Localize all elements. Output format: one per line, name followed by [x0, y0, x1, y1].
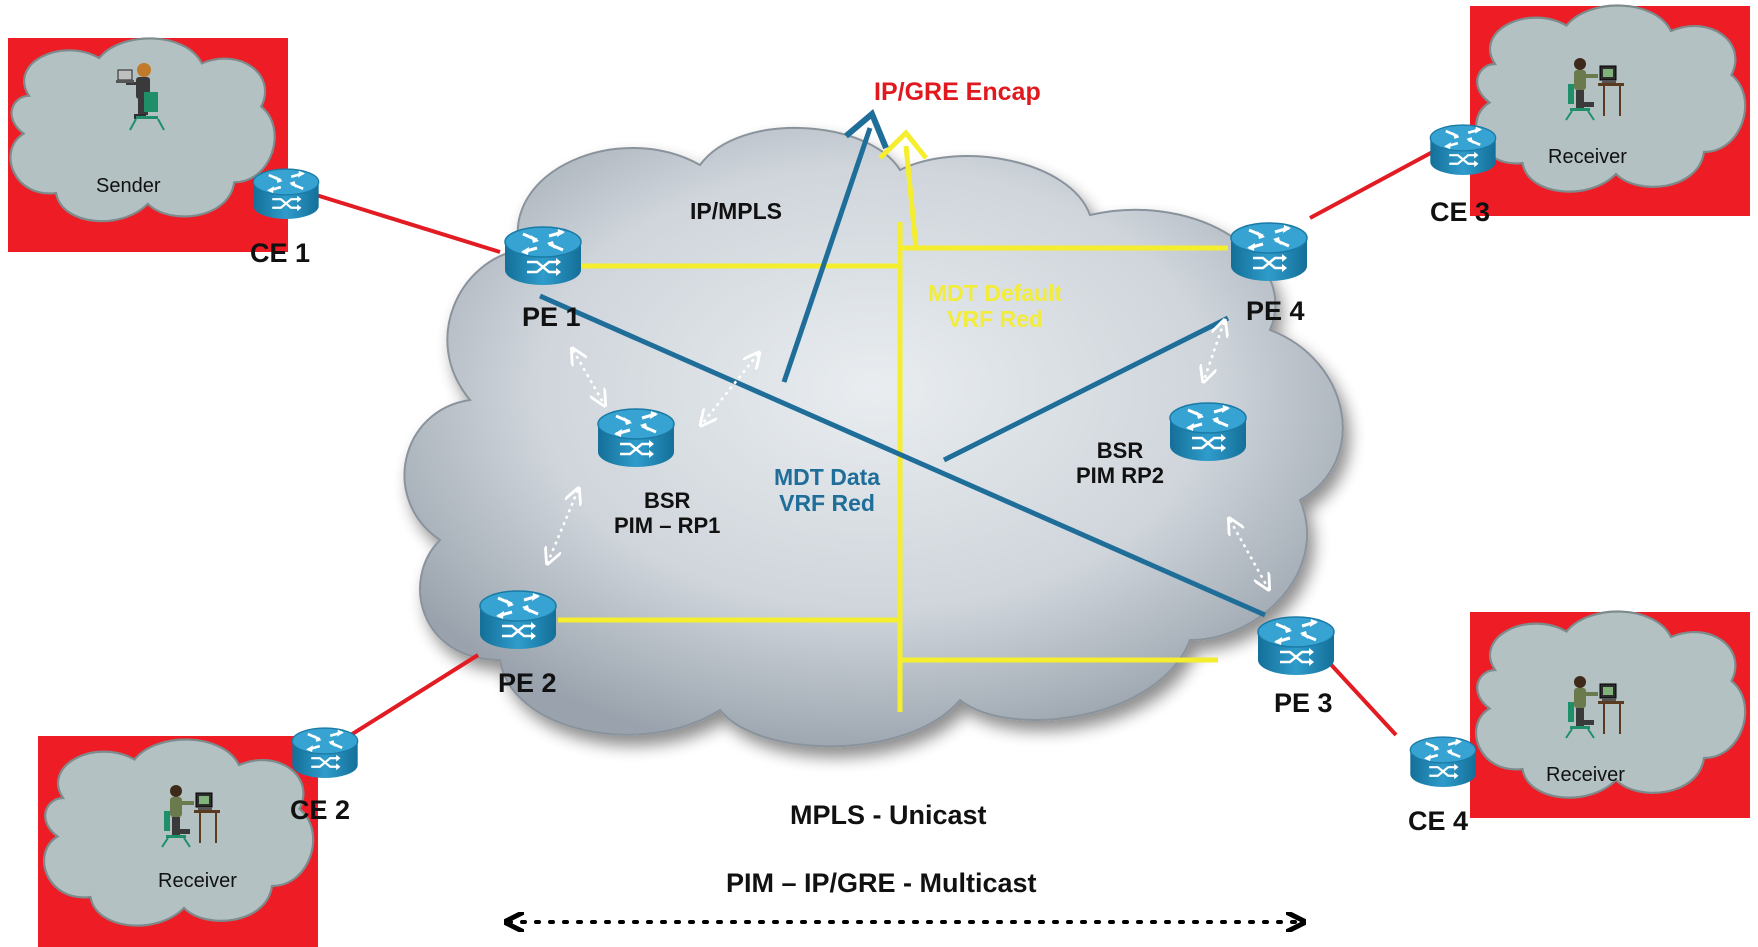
ce4-router-icon[interactable]	[1409, 735, 1477, 789]
pe1-label: PE 1	[522, 302, 581, 332]
ce1-label: CE 1	[250, 238, 311, 268]
core-label: IP/MPLS	[690, 198, 783, 224]
bsr-rp1-line-2: PIM – RP1	[614, 513, 721, 539]
site-receiver-ce2	[38, 736, 318, 947]
mdt-data-line-1: MDT Data	[774, 464, 881, 490]
mdt-data-line-2: VRF Red	[779, 490, 875, 517]
ce2-router-icon[interactable]	[291, 726, 359, 780]
receiver-ce4-label: Receiver	[1546, 764, 1625, 786]
access-links	[299, 146, 1441, 750]
bsr-rp1-line-1: BSR	[643, 488, 691, 513]
pe2-label: PE 2	[498, 668, 557, 698]
receiver-ce2-label: Receiver	[158, 870, 237, 892]
mdt-default-line-1: MDT Default	[928, 280, 1063, 306]
pe2-router-icon[interactable]	[478, 589, 558, 651]
pe4-label: PE 4	[1246, 296, 1305, 326]
bsr-rp2-line-1: BSR	[1096, 438, 1144, 463]
bsr-rp1-label: BSR PIM – RP1	[614, 488, 720, 539]
mdt-default-line-2: VRF Red	[947, 306, 1043, 333]
multicast-label: PIM – IP/GRE - Multicast	[726, 868, 1037, 898]
mpls-core-cloud	[403, 126, 1344, 748]
ce2-label: CE 2	[290, 795, 351, 825]
ce3-router-icon[interactable]	[1429, 123, 1497, 177]
receiver-ce3-label: Receiver	[1548, 146, 1627, 168]
bsr-rp2-line-2: PIM RP2	[1076, 463, 1165, 489]
sender-label: Sender	[96, 175, 161, 197]
mdt-default-label: MDT Default VRF Red	[928, 280, 1062, 333]
pe4-router-icon[interactable]	[1229, 221, 1309, 283]
bsr-rp1-router-icon[interactable]	[596, 407, 676, 469]
pe1-router-icon[interactable]	[503, 225, 583, 287]
encap-label: IP/GRE Encap	[874, 78, 1041, 106]
mdt-data-lines	[538, 109, 1267, 618]
ce4-label: CE 4	[1408, 806, 1469, 836]
pe3-router-icon[interactable]	[1256, 615, 1336, 677]
site-receiver-ce4	[1470, 610, 1750, 818]
bsr-rp2-router-icon[interactable]	[1168, 401, 1248, 463]
bsr-rp2-label: BSR PIM RP2	[1076, 438, 1164, 489]
ce3-label: CE 3	[1430, 197, 1491, 227]
bsr-signaling-arrows	[548, 322, 1268, 588]
mdt-data-label: MDT Data VRF Red	[774, 464, 880, 517]
site-receiver-ce3	[1470, 4, 1750, 216]
unicast-label: MPLS - Unicast	[790, 800, 987, 830]
pe3-label: PE 3	[1274, 688, 1333, 718]
ce1-router-icon[interactable]	[252, 167, 320, 221]
mdt-default-lines	[558, 129, 1228, 712]
